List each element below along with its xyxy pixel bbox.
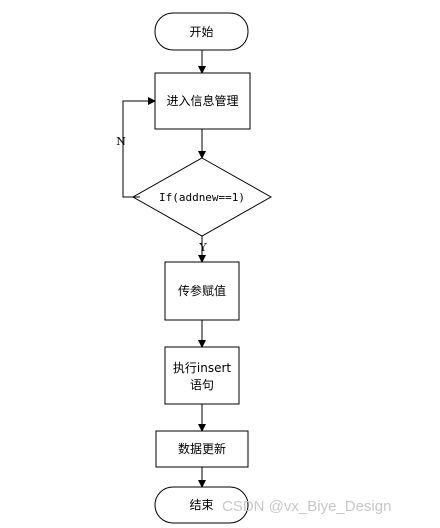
exec-insert-label-line1: 执行insert: [173, 361, 232, 375]
no-edge-label: N: [116, 135, 126, 148]
data-update-node: 数据更新: [155, 430, 249, 468]
edge-decision-no-loop: [122, 97, 156, 198]
info-management-label: 进入信息管理: [166, 93, 238, 108]
yes-edge-label: Y: [198, 241, 207, 254]
start-label: 开始: [189, 25, 213, 39]
exec-insert-node: 执行insert 语句: [164, 346, 240, 405]
info-management-node: 进入信息管理: [154, 72, 251, 130]
exec-insert-label-line2: 语句: [190, 378, 214, 392]
end-label: 结束: [189, 498, 213, 512]
watermark: CSDN @vx_Biye_Design: [222, 498, 392, 515]
params-assign-node: 传参赋值: [164, 261, 240, 321]
data-update-label: 数据更新: [178, 441, 226, 456]
end-node: 结束: [154, 486, 249, 524]
decision-node: If(addnew==1): [131, 157, 273, 237]
start-node: 开始: [154, 12, 249, 51]
params-assign-label: 传参赋值: [178, 283, 226, 298]
decision-label: If(addnew==1): [159, 191, 245, 204]
